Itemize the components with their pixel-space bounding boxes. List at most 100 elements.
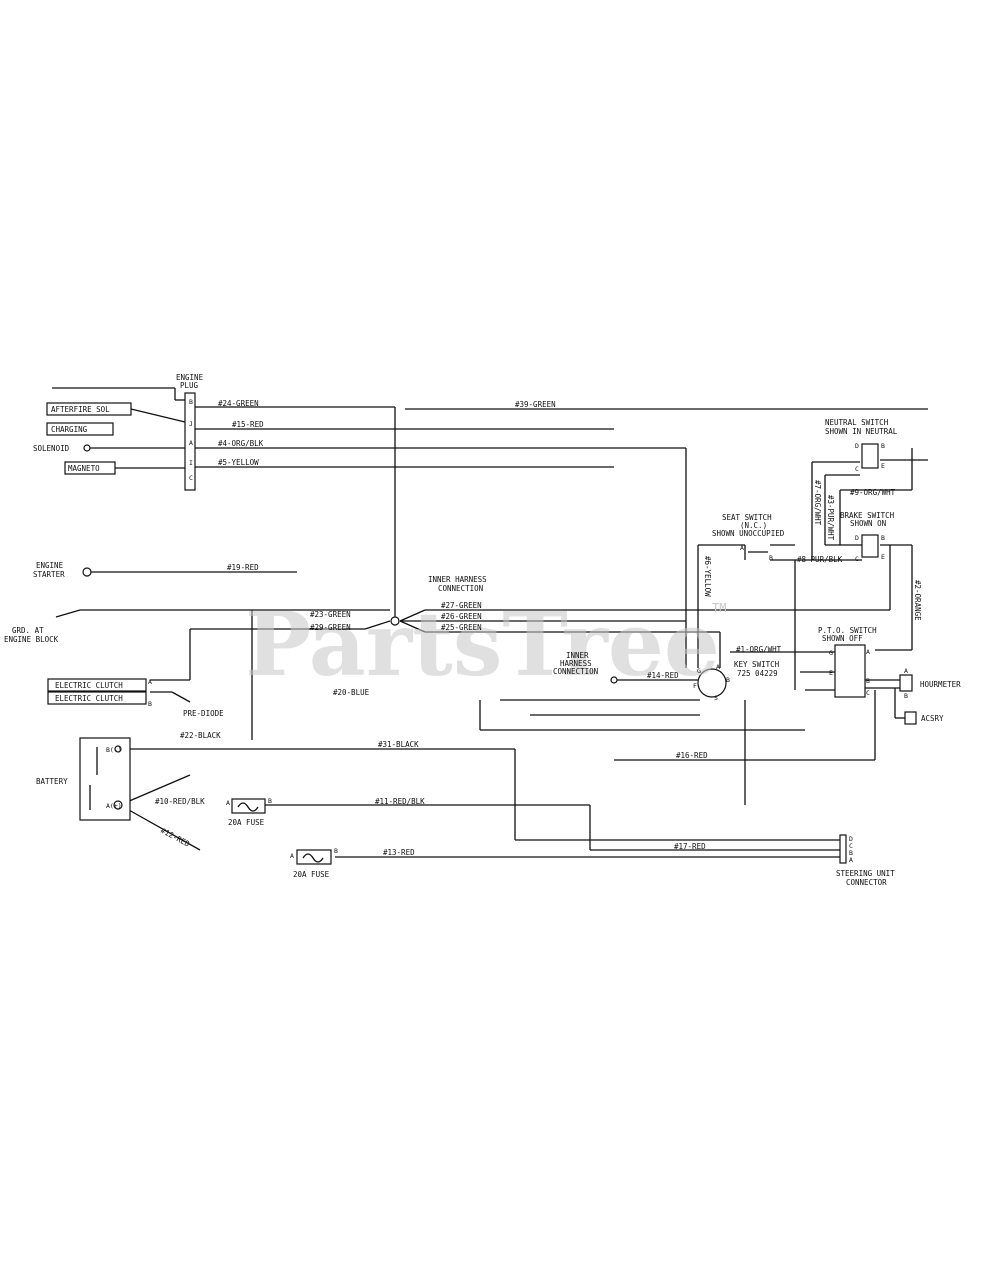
engine-starter-label: ENGINE [36, 561, 64, 570]
wire-label: #3-PUR/WHT [826, 495, 835, 541]
neutral-pin: D [855, 442, 859, 450]
wire-label: #1-ORG/WHT [736, 645, 782, 654]
solenoid-terminal [83, 444, 91, 452]
key-switch-label: 725 04229 [737, 669, 778, 678]
wire-label: #16-RED [676, 751, 708, 760]
clutch-pin: A [148, 678, 152, 686]
steering-pin: D [849, 835, 853, 843]
afterfire-box [46, 402, 132, 416]
pto-pin: B [866, 677, 870, 685]
hourmeter-body [899, 674, 913, 692]
fuse-pin: B [268, 797, 272, 805]
hourmeter-label: HOURMETER [920, 680, 961, 689]
pto-switch-body [834, 644, 866, 698]
wire-label: #15-RED [232, 420, 264, 429]
neutral-pin: B [881, 442, 885, 450]
engine-plug-block [184, 392, 196, 491]
wire-label: #9-ORG/WHT [850, 488, 896, 497]
wire-label: #13-RED [383, 848, 415, 857]
watermark-tm: TM [712, 601, 726, 615]
wire-labels: #24-GREEN #39-GREEN #15-RED #4-ORG/BLK #… [155, 399, 922, 857]
key-switch-label: KEY SWITCH [734, 660, 780, 669]
hour-pin: B [904, 692, 908, 700]
pto-pin: C [866, 689, 870, 697]
steering-pin: C [849, 842, 853, 850]
inner-harness-label: INNER HARNESS [428, 575, 487, 584]
plug-pin: J [189, 420, 193, 428]
engine-starter-label: STARTER [33, 570, 65, 579]
battery-terminal-label: A(+) [106, 802, 122, 810]
steering-connector-body [839, 834, 847, 864]
key-pin: B [726, 676, 730, 684]
component-labels: ENGINE PLUG B J A I C AFTERFIRE SOL CHAR… [4, 373, 961, 887]
ground-label: GRD. AT [12, 626, 44, 635]
key-pin: A [716, 663, 720, 671]
wire-label: #8-PUR/BLK [797, 555, 843, 564]
acsry-body [904, 711, 917, 725]
starter-terminal [82, 567, 92, 577]
charging-label: CHARGING [51, 425, 88, 434]
battery-post-b [114, 745, 122, 753]
inner-harness-label-2: HARNESS [560, 659, 592, 668]
wire-label: #4-ORG/BLK [218, 439, 264, 448]
wire-label: #26-GREEN [441, 612, 482, 621]
wire-label: #23-GREEN [310, 610, 351, 619]
fuse-1 [231, 798, 266, 814]
wire-label: #17-RED [674, 842, 706, 851]
plug-pin: C [189, 474, 193, 482]
clutch-box-2 [47, 691, 147, 705]
wire-label: #25-GREEN [441, 623, 482, 632]
seat-switch-label: SHOWN UNOCCUPIED [712, 529, 785, 538]
brake-switch-label: SHOWN ON [850, 519, 886, 528]
brake-pin: B [881, 534, 885, 542]
acsry-label: ACSRY [921, 714, 944, 723]
wire-label: #19-RED [227, 563, 259, 572]
inner-harness-junction-2 [610, 676, 618, 684]
neutral-switch-label: SHOWN IN NEUTRAL [825, 427, 898, 436]
fuse-label: 20A FUSE [228, 818, 265, 827]
wire-label: #5-YELLOW [218, 458, 259, 467]
brake-switch-label: BRAKE SWITCH [840, 511, 895, 520]
pto-pin: A [866, 648, 870, 656]
watermark: PartsTree [245, 592, 720, 696]
clutch-pin: B [148, 700, 152, 708]
steering-pin: B [849, 849, 853, 857]
inner-harness-junction [390, 616, 400, 626]
wire-label: #10-RED/BLK [155, 797, 205, 806]
battery-post-a [113, 800, 123, 810]
key-switch-body [697, 668, 727, 698]
fuse-2 [296, 849, 332, 865]
neutral-switch-body [861, 443, 879, 469]
seat-switch-label: (N.C.) [740, 521, 767, 530]
seat-pin: A [740, 544, 744, 552]
wire-label: #14-RED [647, 671, 679, 680]
plug-pin: I [189, 459, 193, 467]
engine-plug-label: ENGINE [176, 373, 204, 382]
pto-switch-label: P.T.O. SWITCH [818, 626, 877, 635]
pto-pin: E [829, 669, 833, 677]
wire-label: #7-ORG/WHT [813, 480, 822, 526]
battery-box [79, 737, 131, 821]
steering-connector-label: CONNECTOR [846, 878, 887, 887]
plug-pin: B [189, 398, 193, 406]
wire-lines [52, 387, 928, 858]
hour-pin: A [904, 667, 908, 675]
neutral-pin: C [855, 465, 859, 473]
pto-switch-label: SHOWN OFF [822, 634, 863, 643]
battery-label: BATTERY [36, 777, 68, 786]
pre-diode-label: PRE-DIODE [183, 709, 224, 718]
electric-clutch-label: ELECTRIC CLUTCH [55, 694, 123, 703]
brake-switch-body [861, 534, 879, 558]
wire-label: #2-ORANGE [913, 580, 922, 621]
key-pin: F [693, 682, 697, 690]
plug-pin: A [189, 439, 193, 447]
fuse-label: 20A FUSE [293, 870, 330, 879]
neutral-pin: E [881, 462, 885, 470]
brake-pin: C [855, 555, 859, 563]
wire-label: #39-GREEN [515, 400, 556, 409]
wire-label: #31-BLACK [378, 740, 419, 749]
wire-label: #29-GREEN [310, 623, 351, 632]
wire-label: #6-YELLOW [703, 556, 712, 597]
solenoid-label: SOLENOID [33, 444, 70, 453]
